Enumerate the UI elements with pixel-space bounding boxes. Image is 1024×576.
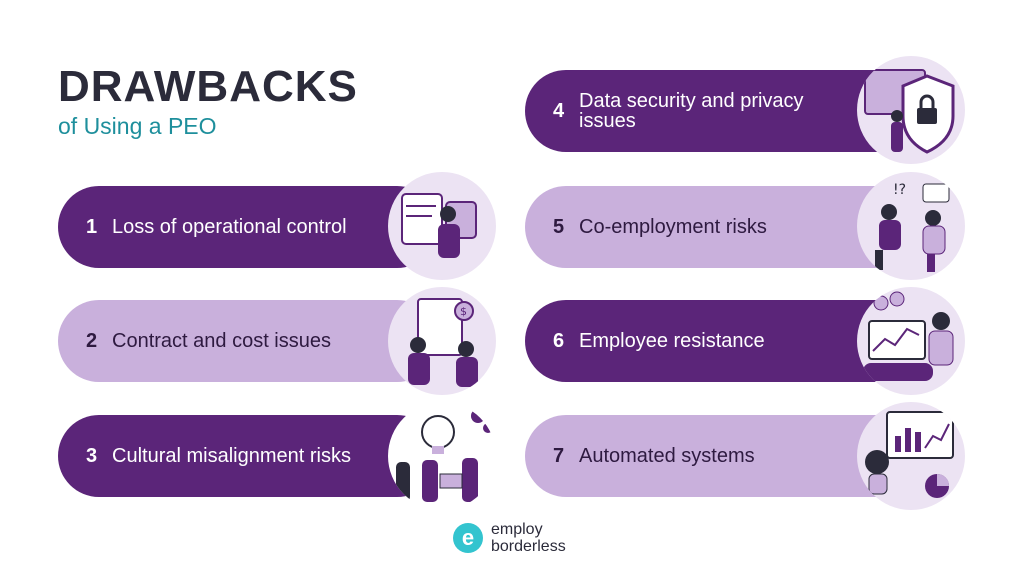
drawback-item-5: 5 Co-employment risks bbox=[525, 186, 920, 268]
team-lightbulb-illustration bbox=[388, 402, 496, 510]
contract-negotiation-illustration: $ bbox=[388, 287, 496, 395]
item-label: Loss of operational control bbox=[112, 216, 347, 238]
item-label: Contract and cost issues bbox=[112, 330, 331, 352]
item-label: Data security and privacy issues bbox=[579, 90, 804, 132]
logo-line-2: borderless bbox=[491, 538, 566, 555]
brand-logo: e employ borderless bbox=[453, 521, 566, 555]
svg-text:$: $ bbox=[460, 305, 467, 318]
drawback-item-7: 7 Automated systems bbox=[525, 415, 920, 497]
item-label: Cultural misalignment risks bbox=[112, 445, 351, 467]
drawback-item-6: 6 Employee resistance bbox=[525, 300, 920, 382]
drawback-item-3: 3 Cultural misalignment risks bbox=[58, 415, 438, 497]
item-number: 6 bbox=[553, 329, 565, 352]
logo-text: employ borderless bbox=[491, 521, 566, 555]
item-label: Co-employment risks bbox=[579, 216, 767, 238]
page-subtitle: of Using a PEO bbox=[58, 113, 217, 139]
item-number: 4 bbox=[553, 99, 565, 122]
drawback-item-1: 1 Loss of operational control bbox=[58, 186, 438, 268]
item-number: 1 bbox=[86, 215, 98, 238]
item-number: 5 bbox=[553, 215, 565, 238]
robot-analytics-illustration bbox=[857, 402, 965, 510]
svg-text:!?: !? bbox=[893, 182, 906, 198]
item-number: 3 bbox=[86, 444, 98, 467]
page-title: DRAWBACKS bbox=[58, 62, 358, 111]
item-number: 7 bbox=[553, 444, 565, 467]
drawback-item-2: 2 Contract and cost issues bbox=[58, 300, 438, 382]
item-label: Employee resistance bbox=[579, 330, 765, 352]
item-number: 2 bbox=[86, 329, 98, 352]
item-label: Automated systems bbox=[579, 445, 755, 467]
logo-mark-icon: e bbox=[453, 523, 483, 553]
logo-line-1: employ bbox=[491, 521, 543, 538]
person-with-data-screens-illustration bbox=[388, 172, 496, 280]
two-people-discussion-illustration: !? bbox=[857, 172, 965, 280]
drawback-item-4: 4 Data security and privacy issues bbox=[525, 70, 920, 152]
worried-employee-illustration bbox=[857, 287, 965, 395]
security-shield-lock-illustration bbox=[857, 56, 965, 164]
